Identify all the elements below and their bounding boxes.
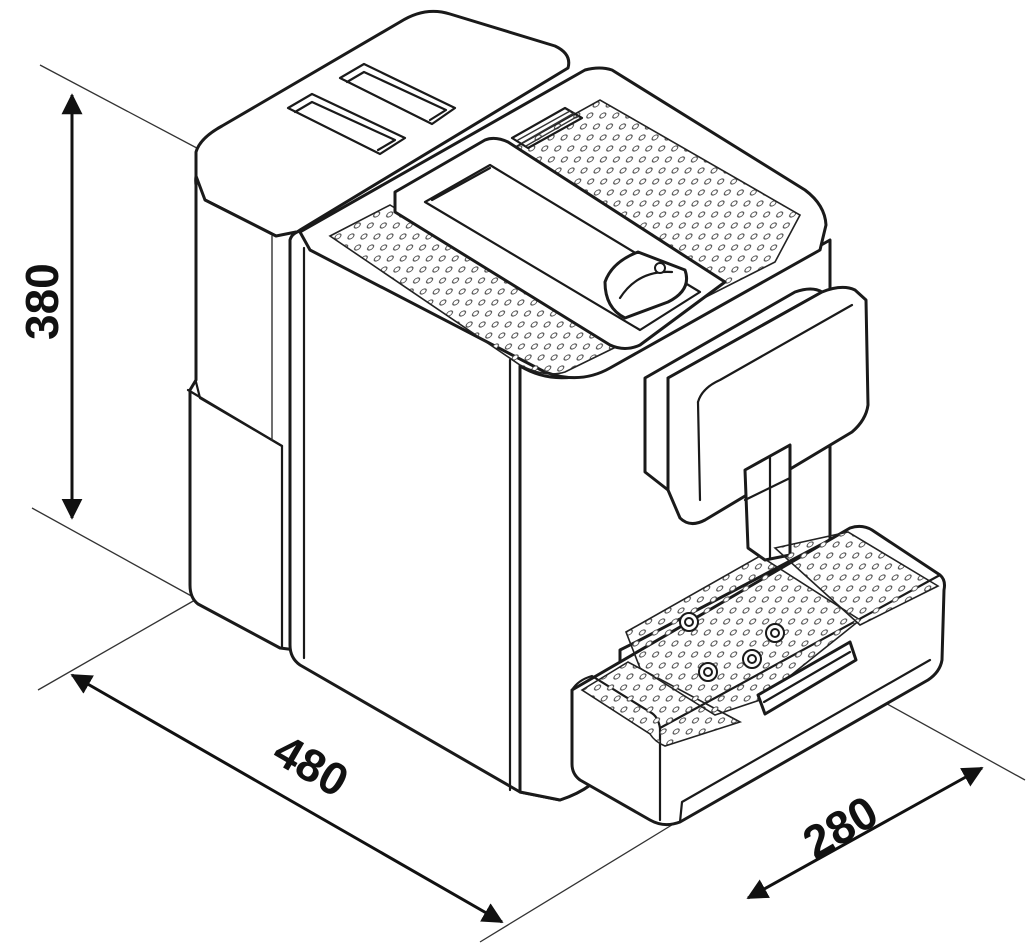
drip-tray — [570, 524, 946, 827]
depth-dimension-arrow — [70, 673, 504, 924]
hopper-handle — [603, 250, 689, 320]
water-tank — [186, 9, 571, 652]
width-dimension-label: 280 — [794, 785, 886, 868]
height-dimension: 380 — [16, 93, 83, 520]
width-dimension: 280 — [746, 766, 984, 900]
drip-tray-knobs — [679, 612, 785, 682]
vent-grille — [510, 106, 584, 150]
extension-lines — [31, 64, 1026, 943]
top-hopper-lid — [393, 136, 727, 350]
height-dimension-label: 380 — [16, 263, 68, 340]
width-dimension-arrow — [746, 766, 984, 900]
coffee-spout-head — [643, 285, 870, 562]
